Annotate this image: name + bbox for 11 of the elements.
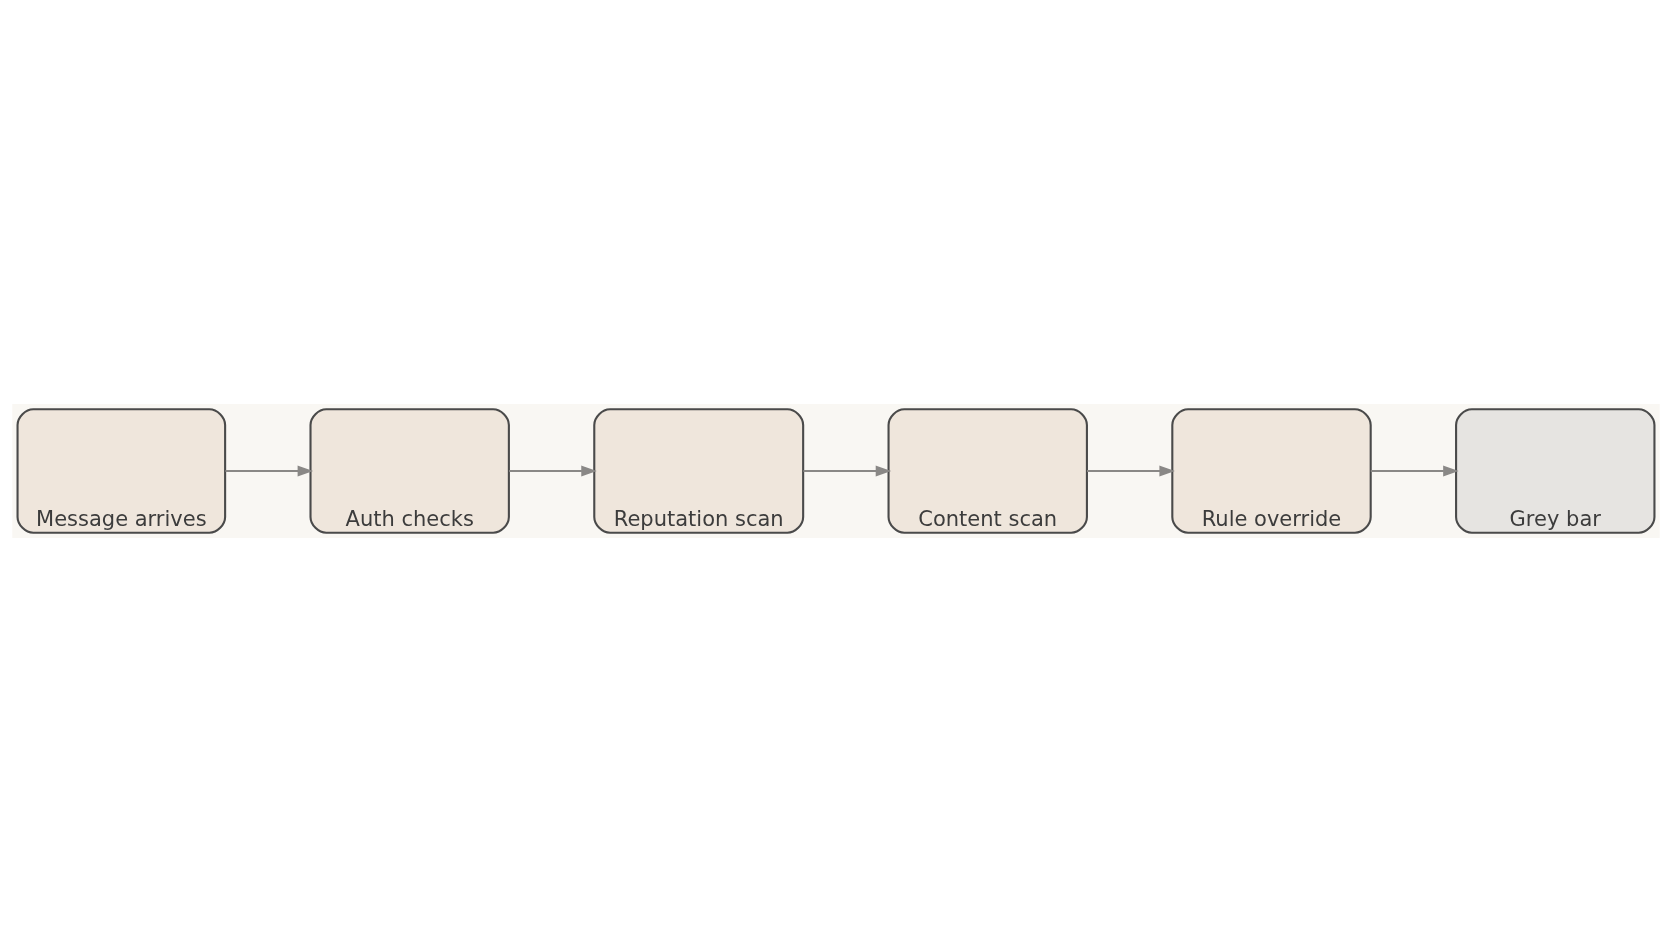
arrow — [802, 465, 892, 476]
arrow — [1086, 465, 1175, 476]
arrow — [508, 465, 597, 476]
arrow — [224, 465, 314, 476]
node-box: Rule override — [1171, 407, 1372, 534]
node-box: Message arrives — [16, 407, 227, 534]
arrow — [1369, 465, 1459, 476]
node-box: Reputation scan — [593, 407, 805, 534]
node-box: Auth checks — [309, 407, 510, 534]
node-box: Grey bar — [1455, 407, 1656, 534]
node-box: Content scan — [887, 407, 1088, 534]
